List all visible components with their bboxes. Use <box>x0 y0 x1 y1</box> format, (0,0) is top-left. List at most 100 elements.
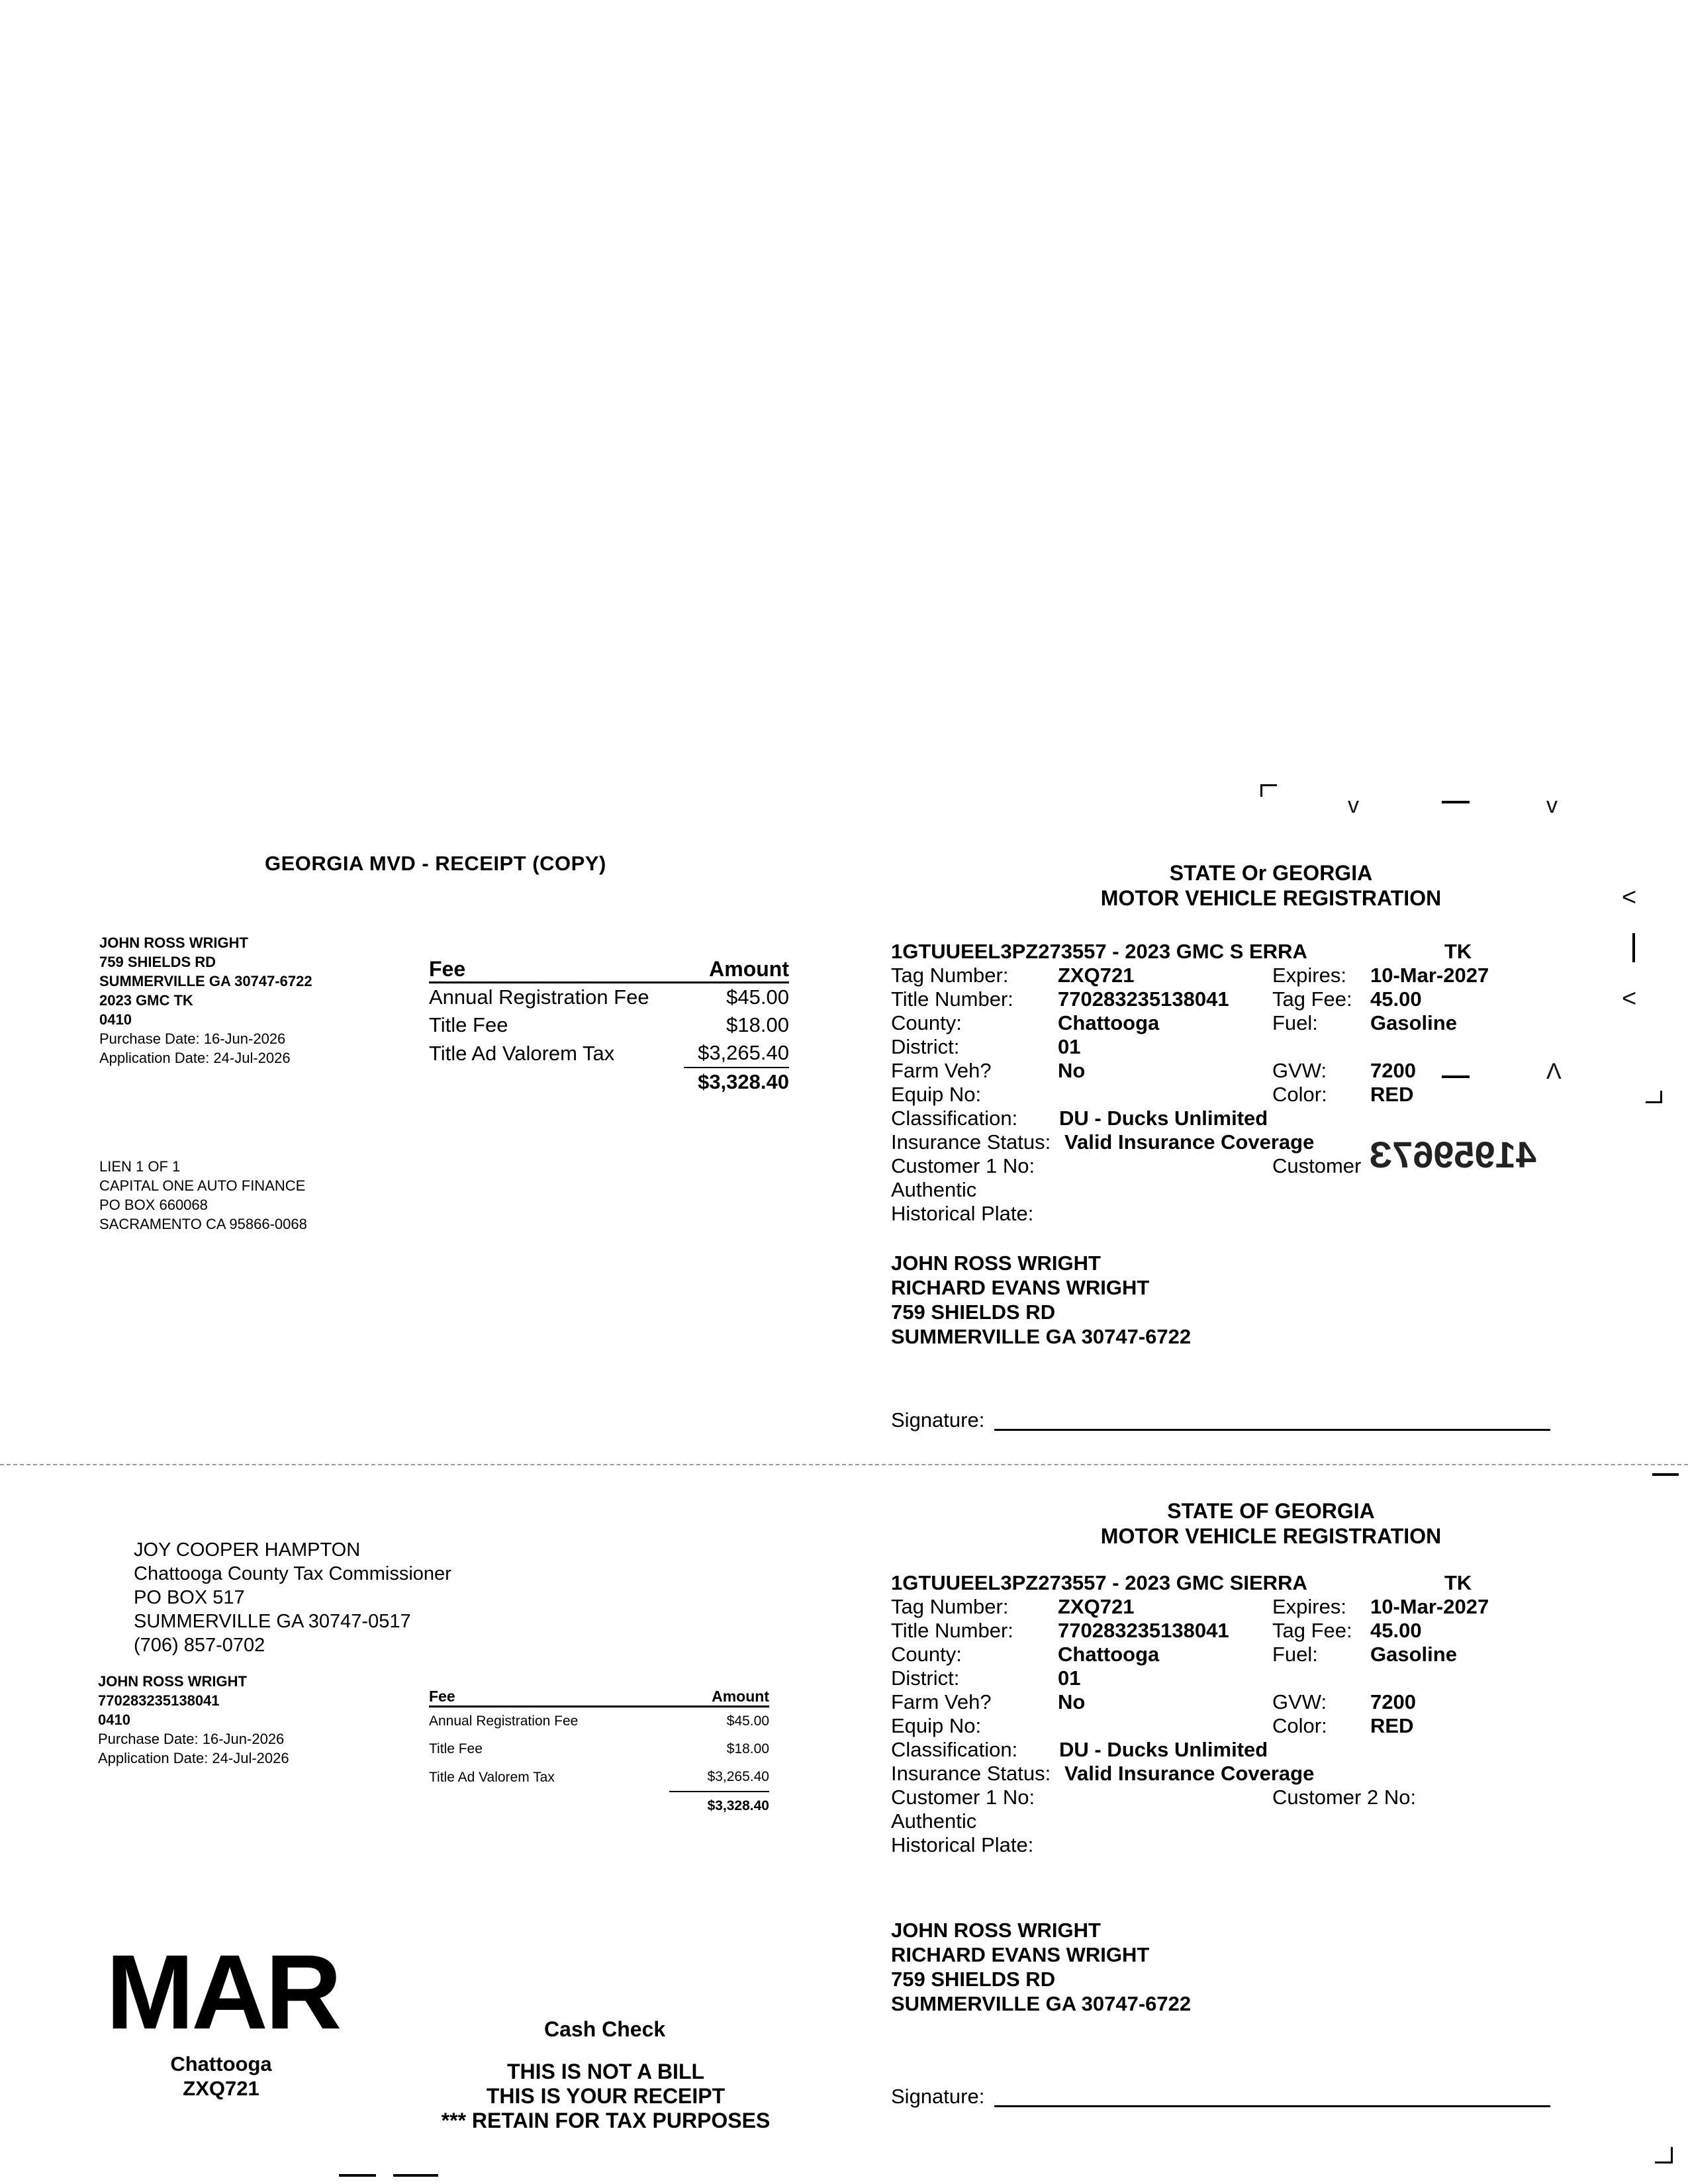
district: 01 <box>1058 1666 1081 1690</box>
commissioner-block: JOY COOPER HAMPTON Chattooga County Tax … <box>134 1538 451 1657</box>
owner-line: SUMMERVILLE GA 30747-6722 <box>99 973 312 989</box>
fee-name: Annual Registration Fee <box>429 985 649 1009</box>
gvw-label: GVW: <box>1272 1059 1327 1082</box>
lien-line: CAPITAL ONE AUTO FINANCE <box>99 1177 306 1194</box>
registration-bottom-owner-block: JOHN ROSS WRIGHT RICHARD EVANS WRIGHT 75… <box>891 1918 1191 2016</box>
classification: DU - Ducks Unlimited <box>1059 1107 1268 1130</box>
tag-number-label: Tag Number: <box>891 1595 1009 1618</box>
purchase-date: Purchase Date: 16-Jun-2026 <box>99 1030 286 1047</box>
color: RED <box>1370 1714 1414 1737</box>
lien-line: LIEN 1 OF 1 <box>99 1158 181 1175</box>
scan-mark: < <box>1622 884 1637 911</box>
county-label: County: <box>891 1011 962 1034</box>
color-label: Color: <box>1272 1083 1327 1106</box>
tag-fee: 45.00 <box>1370 1619 1422 1642</box>
district-label: District: <box>891 1035 960 1058</box>
commissioner-title: Chattooga County Tax Commissioner <box>134 1563 451 1584</box>
stamp-tag: ZXQ721 <box>183 2077 259 2100</box>
equip-label: Equip No: <box>891 1083 982 1106</box>
vin-line: 1GTUUEEL3PZ273557 - 2023 GMC SIERRA <box>891 1571 1307 1594</box>
signature-line <box>994 2105 1550 2107</box>
lien-line: PO BOX 660068 <box>99 1197 208 1213</box>
purchase-date: Purchase Date: 16-Jun-2026 <box>98 1731 285 1747</box>
scan-mark <box>393 2174 438 2177</box>
owner-line: 759 SHIELDS RD <box>891 1300 1056 1324</box>
lien-block: LIEN 1 OF 1 CAPITAL ONE AUTO FINANCE PO … <box>99 1157 307 1234</box>
notice-line: THIS IS YOUR RECEIPT <box>486 2084 726 2108</box>
section-divider <box>0 1464 1688 1465</box>
amount-header: Amount <box>683 957 789 983</box>
fuel-label: Fuel: <box>1272 1643 1318 1666</box>
owner-line: 0410 <box>99 1011 132 1028</box>
receipt-copy-owner-block: JOHN ROSS WRIGHT 759 SHIELDS RD SUMMERVI… <box>99 933 312 1068</box>
authentic-label: Authentic <box>891 1178 977 1201</box>
color-label: Color: <box>1272 1714 1327 1737</box>
historical-plate-label: Historical Plate: <box>891 1833 1034 1856</box>
customer-1-label: Customer 1 No: <box>891 1786 1035 1809</box>
receipt-copy-title: GEORGIA MVD - RECEIPT (COPY) <box>265 852 606 875</box>
scan-mark: Λ <box>1546 1059 1562 1084</box>
owner-line: SUMMERVILLE GA 30747-6722 <box>891 1992 1192 2015</box>
classification: DU - Ducks Unlimited <box>1059 1738 1268 1761</box>
fuel-label: Fuel: <box>1272 1011 1318 1034</box>
tag-number-label: Tag Number: <box>891 964 1009 987</box>
county: Chattooga <box>1058 1643 1160 1666</box>
notice-line: *** RETAIN FOR TAX PURPOSES <box>441 2109 771 2132</box>
lien-line: SACRAMENTO CA 95866-0068 <box>99 1216 307 1232</box>
stamp-caption: Chattooga ZXQ721 <box>142 2052 301 2101</box>
customer-2-label: Customer <box>1272 1154 1362 1177</box>
fee-amount: $45.00 <box>726 1713 769 1729</box>
registration-bottom-details: 1GTUUEEL3PZ273557 - 2023 GMC SIERRA TK Ta… <box>891 1571 1553 1857</box>
title-number-label: Title Number: <box>891 987 1013 1011</box>
scan-mark <box>339 2174 376 2177</box>
vin-line: 1GTUUEEL3PZ273557 - 2023 GMC S ERRA <box>891 940 1307 963</box>
fee-name: Title Ad Valorem Tax <box>429 1041 615 1065</box>
classification-label: Classification: <box>891 1738 1018 1761</box>
title-number: 770283235138041 <box>1058 987 1229 1011</box>
registration-heading: MOTOR VEHICLE REGISTRATION <box>1100 886 1442 910</box>
owner-line: 759 SHIELDS RD <box>99 954 216 970</box>
title-number: 770283235138041 <box>1058 1619 1229 1642</box>
expires-label: Expires: <box>1272 1595 1346 1618</box>
fee-header: Fee <box>429 957 684 983</box>
commissioner-name: JOY COOPER HAMPTON <box>134 1539 361 1561</box>
expires: 10-Mar-2027 <box>1370 964 1489 987</box>
gvw: 7200 <box>1370 1690 1416 1713</box>
fee-amount: $3,265.40 <box>669 1763 769 1792</box>
signature-label: Signature: <box>891 2085 985 2108</box>
insurance-label: Insurance Status: <box>891 1130 1051 1154</box>
fee-amount: $18.00 <box>726 1013 789 1036</box>
registration-bottom-heading: STATE OF GEORGIA MOTOR VEHICLE REGISTRAT… <box>1033 1498 1509 1549</box>
signature-line <box>994 1429 1550 1431</box>
customer-2-label: Customer 2 No: <box>1272 1786 1417 1809</box>
mirrored-number: 4195967З <box>1369 1134 1537 1175</box>
scan-mark <box>1652 1473 1679 1476</box>
owner-line: JOHN ROSS WRIGHT <box>891 1251 1101 1275</box>
owner-line: RICHARD EVANS WRIGHT <box>891 1943 1150 1966</box>
signature-label: Signature: <box>891 1408 985 1432</box>
state-heading: STATE Or GEORGIA <box>1169 861 1373 885</box>
owner-line: 759 SHIELDS RD <box>891 1968 1056 1991</box>
registration-top-heading: STATE Or GEORGIA MOTOR VEHICLE REGISTRAT… <box>1033 860 1509 911</box>
stamp-county: Chattooga <box>170 2052 272 2075</box>
receipt-bottom-fee-table: Fee Amount Annual Registration Fee $45.0… <box>429 1688 769 1820</box>
tag-fee: 45.00 <box>1370 987 1422 1011</box>
title-number-label: Title Number: <box>891 1619 1013 1642</box>
fee-total: $3,328.40 <box>698 1070 789 1093</box>
month-stamp: MAR <box>106 1933 342 2051</box>
owner-line: JOHN ROSS WRIGHT <box>99 934 248 951</box>
fuel: Gasoline <box>1370 1643 1457 1666</box>
farm-vehicle-label: Farm Veh? <box>891 1059 992 1082</box>
tag-number: ZXQ721 <box>1058 964 1135 987</box>
registration-top-owner-block: JOHN ROSS WRIGHT RICHARD EVANS WRIGHT 75… <box>891 1251 1191 1349</box>
expires: 10-Mar-2027 <box>1370 1595 1489 1618</box>
amount-header: Amount <box>669 1688 769 1707</box>
scan-mark <box>1632 933 1635 962</box>
county-label: County: <box>891 1643 962 1666</box>
insurance-status: Valid Insurance Coverage <box>1064 1130 1315 1154</box>
receipt-bottom-owner-block: JOHN ROSS WRIGHT 770283235138041 0410 Pu… <box>98 1672 289 1768</box>
gvw: 7200 <box>1370 1059 1416 1082</box>
owner-line: RICHARD EVANS WRIGHT <box>891 1276 1150 1299</box>
body-type: TK <box>1444 1571 1472 1594</box>
